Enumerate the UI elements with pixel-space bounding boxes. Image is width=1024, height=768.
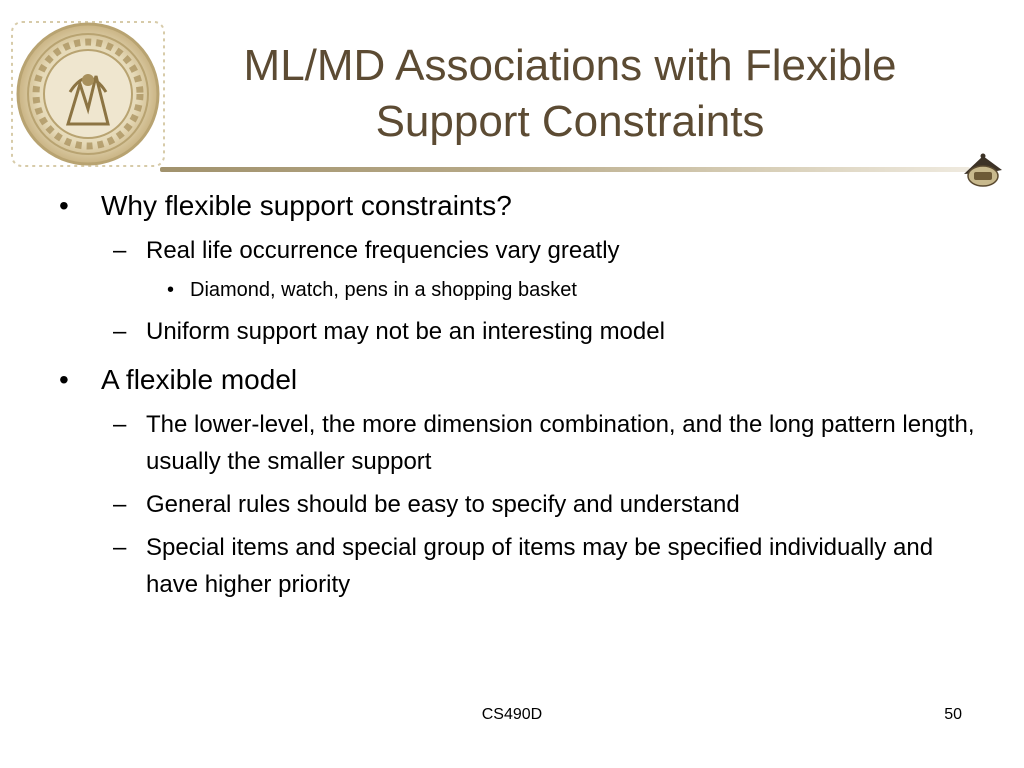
- bullet-flexible-model: • A flexible model: [55, 362, 975, 398]
- bullet-marker: •: [167, 279, 175, 301]
- bullet-text: Diamond, watch, pens in a shopping baske…: [190, 279, 577, 301]
- bullet-marker: •: [59, 190, 69, 221]
- title-line-2: Support Constraints: [375, 97, 765, 146]
- title-line-1: ML/MD Associations with Flexible: [243, 41, 897, 90]
- footer-course: CS490D: [481, 706, 543, 723]
- bullet-text: The lower-level, the more dimension comb…: [146, 411, 975, 475]
- purdue-seal-icon: [11, 21, 165, 167]
- bullet-marker: –: [113, 534, 127, 561]
- title-divider: [160, 167, 970, 172]
- bullet-marker: –: [113, 491, 127, 518]
- bullet-marker: –: [113, 411, 127, 438]
- bullet-marker: –: [113, 237, 127, 264]
- bullet-text: Why flexible support constraints?: [101, 190, 512, 221]
- bullet-marker: •: [59, 364, 69, 395]
- subsubbullet-diamond: • Diamond, watch, pens in a shopping bas…: [55, 275, 975, 305]
- bullet-text: Special items and special group of items…: [146, 534, 934, 598]
- bullet-marker: –: [113, 318, 127, 345]
- subbullet-uniform-support: – Uniform support may not be an interest…: [55, 313, 975, 350]
- subbullet-lower-level: – The lower-level, the more dimension co…: [55, 406, 975, 480]
- subbullet-real-life: – Real life occurrence frequencies vary …: [55, 232, 975, 269]
- bullet-text: Uniform support may not be an interestin…: [146, 318, 665, 345]
- bullet-why-flexible: • Why flexible support constraints?: [55, 188, 975, 224]
- purdue-pete-icon: [964, 153, 1002, 187]
- slide-title: ML/MD Associations with Flexible Support…: [180, 38, 960, 150]
- bullet-text: A flexible model: [101, 364, 298, 395]
- slide-body: • Why flexible support constraints? – Re…: [55, 188, 975, 609]
- footer-page-number: 50: [944, 706, 962, 723]
- bullet-text: General rules should be easy to specify …: [146, 491, 740, 518]
- bullet-text: Real life occurrence frequencies vary gr…: [146, 237, 620, 264]
- subbullet-special-items: – Special items and special group of ite…: [55, 529, 975, 603]
- subbullet-general-rules: – General rules should be easy to specif…: [55, 486, 975, 523]
